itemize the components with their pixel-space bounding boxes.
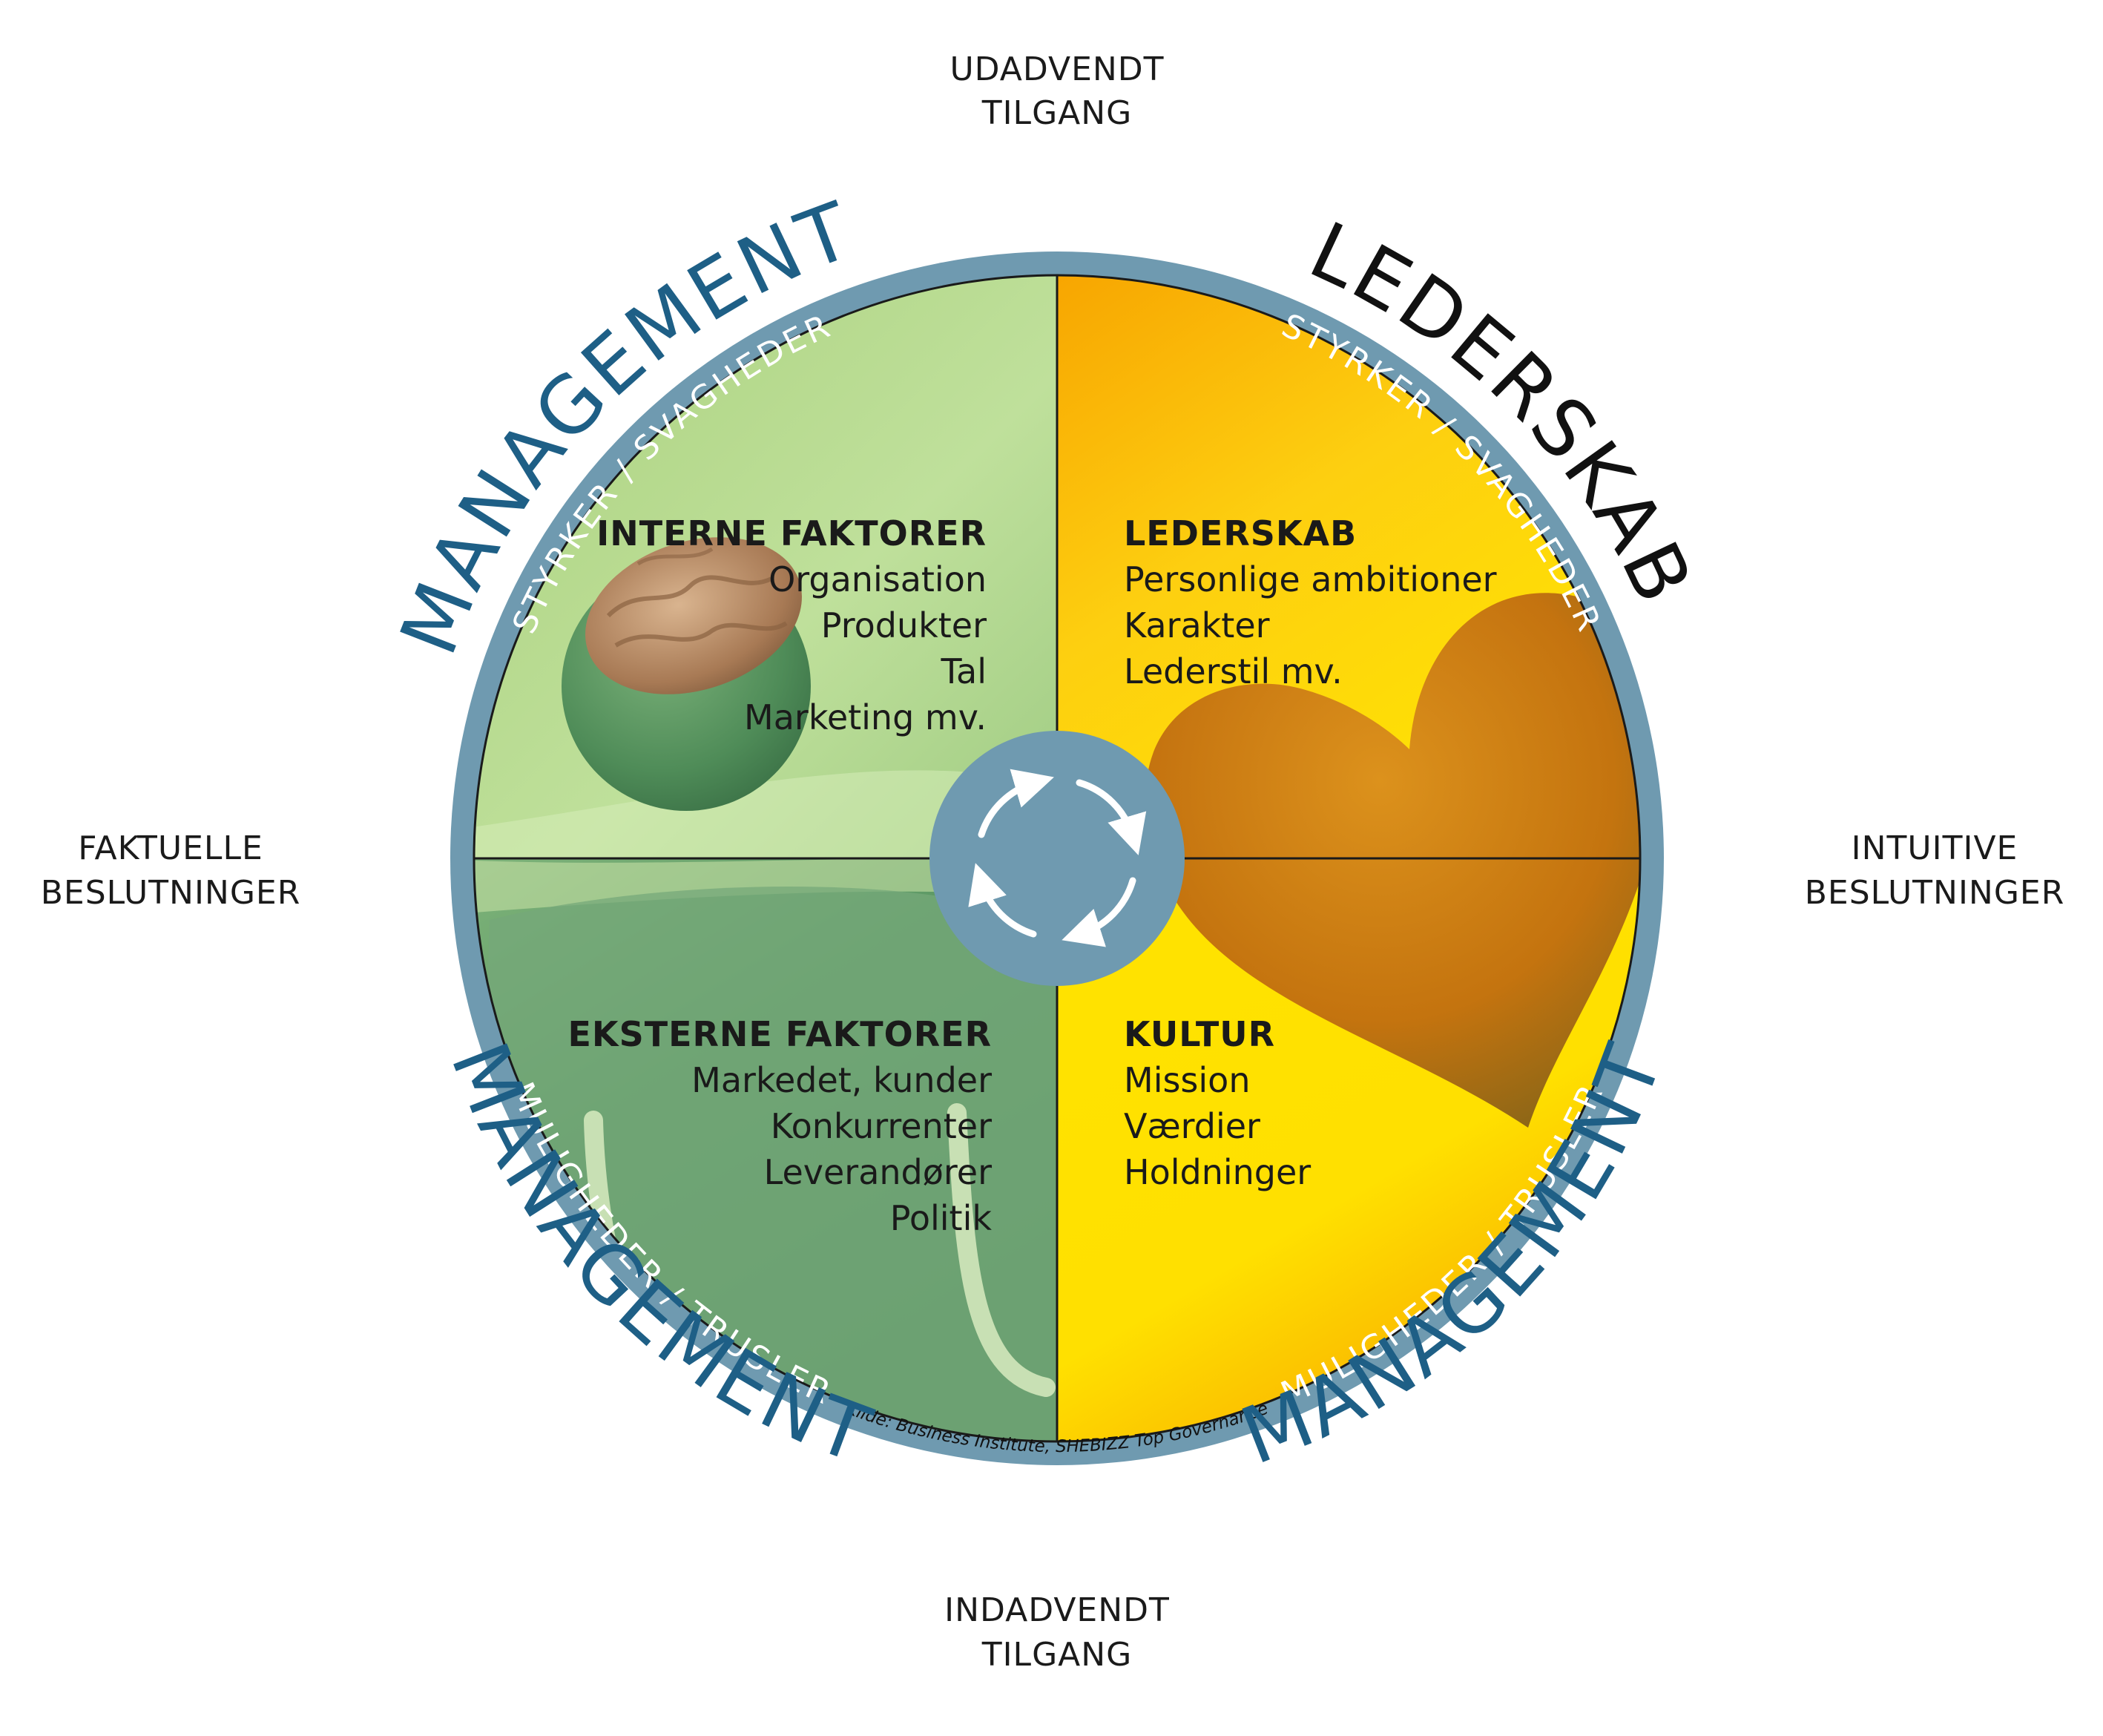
quadrant-external-text: EKSTERNE FAKTORER Markedet, kunder Konku… [568, 1014, 993, 1238]
outer-label-line: FAKTUELLE [78, 829, 263, 867]
outer-label-line: TILGANG [981, 1636, 1133, 1674]
quadrant-item: Marketing mv. [744, 697, 987, 737]
quadrant-item: Leverandører [764, 1152, 992, 1192]
quadrant-title: LEDERSKAB [1124, 513, 1357, 553]
quadrant-item: Markedet, kunder [691, 1060, 992, 1100]
outer-label-line: TILGANG [981, 94, 1133, 132]
quadrant-item: Holdninger [1124, 1152, 1311, 1192]
outer-label-line: INTUITIVE [1852, 829, 2018, 867]
quadrant-item: Politik [890, 1198, 993, 1238]
heart-icon [1145, 593, 1640, 1128]
quadrant-item: Konkurrenter [771, 1106, 992, 1146]
outer-label-top: UDADVENDT TILGANG [950, 50, 1164, 132]
quadrant-leadership-text: LEDERSKAB Personlige ambitioner Karakter… [1124, 513, 1497, 691]
brain-sphere-icon [562, 537, 811, 811]
quadrant-item: Karakter [1124, 605, 1270, 645]
quadrant-item: Værdier [1124, 1106, 1260, 1146]
cycle-arrows-icon [968, 769, 1147, 947]
quadrant-title: INTERNE FAKTORER [596, 513, 987, 553]
quadrant-internal-text: INTERNE FAKTORER Organisation Produkter … [596, 513, 987, 737]
outer-label-left: FAKTUELLE BESLUTNINGER [41, 829, 301, 912]
quadrant-title: EKSTERNE FAKTORER [568, 1014, 993, 1054]
outer-label-line: BESLUTNINGER [41, 874, 301, 912]
outer-label-line: BESLUTNINGER [1805, 874, 2065, 912]
outer-label-bottom: INDADVENDT TILGANG [944, 1591, 1170, 1674]
outer-label-line: UDADVENDT [950, 50, 1164, 88]
outer-label-line: INDADVENDT [944, 1591, 1170, 1629]
quadrant-item: Tal [941, 651, 987, 691]
quadrant-culture-text: KULTUR Mission Værdier Holdninger [1124, 1014, 1311, 1192]
quadrant-item: Lederstil mv. [1124, 651, 1343, 691]
quadrant-item: Mission [1124, 1060, 1250, 1100]
quadrant-item: Organisation [769, 559, 987, 599]
outer-label-right: INTUITIVE BESLUTNINGER [1805, 829, 2065, 912]
quadrant-item: Produkter [821, 605, 987, 645]
quadrant-item: Personlige ambitioner [1124, 559, 1497, 599]
quadrant-title: KULTUR [1124, 1014, 1275, 1054]
center-hub [929, 731, 1185, 986]
